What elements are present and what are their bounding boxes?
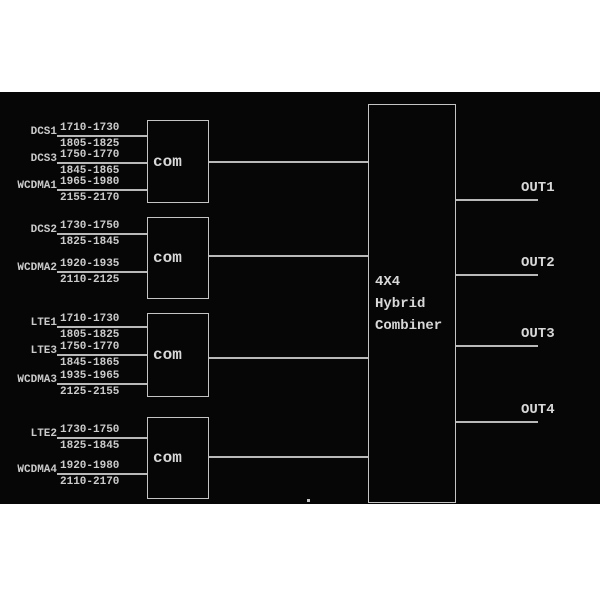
freq-upper-wcdma1: 1965-1980	[60, 176, 120, 188]
com-box-2: com	[147, 217, 209, 299]
input-line-wcdma2	[57, 271, 148, 273]
input-line-lte2	[57, 437, 148, 439]
input-line-dcs2	[57, 233, 148, 235]
input-line-wcdma4	[57, 473, 148, 475]
input-line-wcdma3	[57, 383, 148, 385]
freq-lower-wcdma4: 2110-2170	[60, 476, 120, 488]
output-line-out3	[456, 345, 538, 347]
freq-lower-wcdma3: 2125-2155	[60, 386, 120, 398]
input-line-dcs1	[57, 135, 148, 137]
diagram-panel: DCS1 1710-1730 1805-1825 DCS3 1750-1770 …	[0, 92, 600, 504]
artifact-dot	[307, 499, 310, 502]
output-label-out2: OUT2	[521, 255, 555, 271]
freq-lower-dcs2: 1825-1845	[60, 236, 120, 248]
freq-lower-dcs1: 1805-1825	[60, 138, 120, 150]
freq-upper-dcs2: 1730-1750	[60, 220, 120, 232]
input-label-wcdma2: WCDMA2	[17, 262, 57, 274]
com-box-4: com	[147, 417, 209, 499]
freq-upper-lte3: 1750-1770	[60, 341, 120, 353]
input-label-lte2: LTE2	[30, 428, 57, 440]
hybrid-combiner-box: 4X4 Hybrid Combiner	[368, 104, 456, 503]
input-label-lte1: LTE1	[30, 317, 57, 329]
input-line-lte1	[57, 326, 148, 328]
com3-to-combiner-line	[209, 357, 368, 359]
input-line-wcdma1	[57, 189, 148, 191]
output-label-out4: OUT4	[521, 402, 555, 418]
input-line-dcs3	[57, 162, 148, 164]
freq-upper-dcs1: 1710-1730	[60, 122, 120, 134]
com-box-1: com	[147, 120, 209, 203]
freq-upper-wcdma4: 1920-1980	[60, 460, 120, 472]
output-line-out4	[456, 421, 538, 423]
com-box-4-label: com	[153, 449, 182, 467]
freq-upper-lte2: 1730-1750	[60, 424, 120, 436]
input-label-wcdma1: WCDMA1	[17, 180, 57, 192]
freq-lower-wcdma1: 2155-2170	[60, 192, 120, 204]
freq-lower-dcs3: 1845-1865	[60, 165, 120, 177]
com-box-3: com	[147, 313, 209, 397]
freq-lower-lte3: 1845-1865	[60, 357, 120, 369]
input-label-lte3: LTE3	[30, 345, 57, 357]
input-label-dcs1: DCS1	[30, 126, 57, 138]
hybrid-combiner-label-line2: Hybrid	[375, 295, 426, 312]
hybrid-combiner-label-line3: Combiner	[375, 317, 443, 334]
input-label-wcdma4: WCDMA4	[17, 464, 57, 476]
com2-to-combiner-line	[209, 255, 368, 257]
com-box-2-label: com	[153, 249, 182, 267]
freq-upper-lte1: 1710-1730	[60, 313, 120, 325]
output-label-out3: OUT3	[521, 326, 555, 342]
freq-lower-lte1: 1805-1825	[60, 329, 120, 341]
input-line-lte3	[57, 354, 148, 356]
com4-to-combiner-line	[209, 456, 368, 458]
com1-to-combiner-line	[209, 161, 368, 163]
output-line-out2	[456, 274, 538, 276]
freq-lower-wcdma2: 2110-2125	[60, 274, 120, 286]
freq-upper-wcdma3: 1935-1965	[60, 370, 120, 382]
freq-upper-dcs3: 1750-1770	[60, 149, 120, 161]
freq-upper-wcdma2: 1920-1935	[60, 258, 120, 270]
freq-lower-lte2: 1825-1845	[60, 440, 120, 452]
input-label-dcs3: DCS3	[30, 153, 57, 165]
output-line-out1	[456, 199, 538, 201]
com-box-1-label: com	[153, 152, 182, 171]
output-label-out1: OUT1	[521, 180, 555, 196]
hybrid-combiner-label-line1: 4X4	[375, 273, 401, 290]
input-label-dcs2: DCS2	[30, 224, 57, 236]
com-box-3-label: com	[153, 346, 182, 364]
input-label-wcdma3: WCDMA3	[17, 374, 57, 386]
